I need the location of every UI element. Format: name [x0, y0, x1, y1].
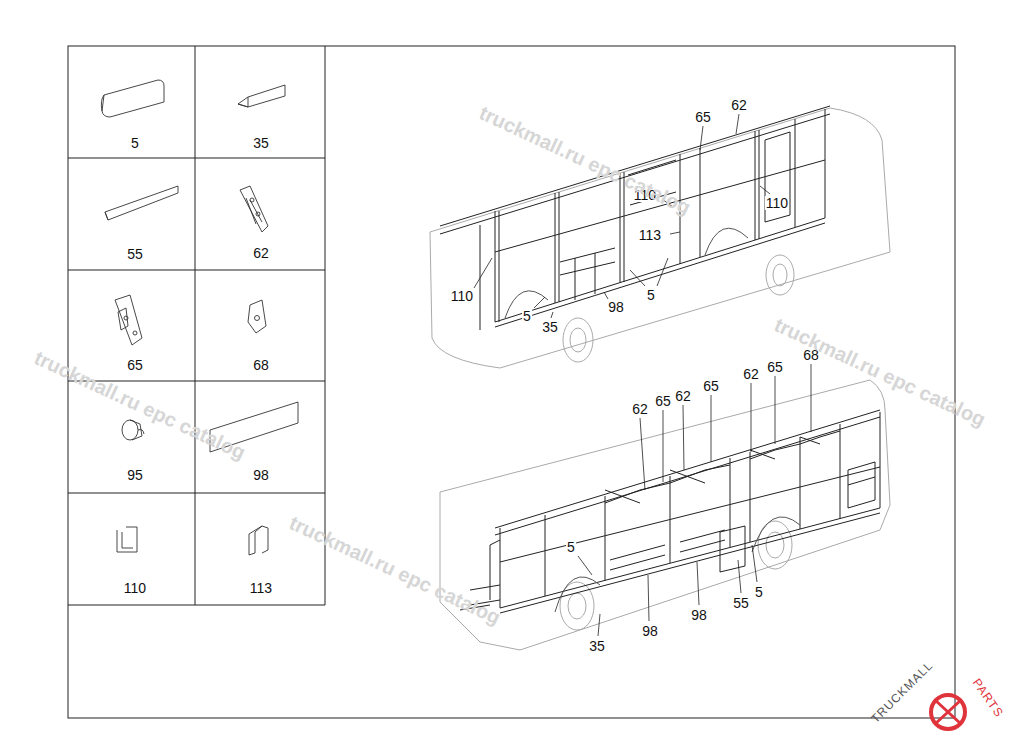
- callout-number: 62: [631, 402, 649, 416]
- callout-number: 5: [566, 540, 576, 554]
- callout-number: 62: [742, 367, 760, 381]
- callout-number: 35: [588, 639, 606, 653]
- table-cell-number: 62: [252, 246, 270, 260]
- bus-bottom-view: [440, 380, 890, 650]
- logo-text: TRUCKMALL: [869, 659, 935, 725]
- callout-number: 35: [541, 320, 559, 334]
- callout-number: 113: [638, 228, 662, 242]
- callout-number: 62: [674, 389, 692, 403]
- callout-number: 5: [646, 288, 656, 302]
- callout-number: 65: [702, 379, 720, 393]
- callout-number: 98: [641, 624, 659, 638]
- callout-number: 110: [450, 289, 474, 303]
- logo-text: PARTS: [970, 677, 1005, 720]
- table-cell-number: 35: [252, 136, 270, 150]
- callout-number: 55: [732, 596, 750, 610]
- callout-number: 98: [607, 300, 625, 314]
- callout-number: 5: [522, 309, 532, 323]
- parts-table: [68, 46, 325, 605]
- table-cell-number: 95: [126, 468, 144, 482]
- bus-top-view: [430, 106, 890, 368]
- callout-number: 98: [690, 608, 708, 622]
- table-cell-number: 5: [130, 136, 140, 150]
- table-cell-number: 65: [126, 358, 144, 372]
- logo-gear: [931, 695, 965, 729]
- callout-number: 5: [754, 585, 764, 599]
- callout-number: 65: [654, 394, 672, 408]
- callout-number: 65: [694, 110, 712, 124]
- watermark: truckmall.ru epc catalog: [477, 102, 694, 217]
- watermark: truckmall.ru epc catalog: [287, 512, 504, 627]
- callout-number: 62: [730, 98, 748, 112]
- table-cell-number: 68: [252, 358, 270, 372]
- part-icons: [101, 80, 298, 555]
- table-cell-number: 55: [126, 247, 144, 261]
- drawing-frame: [68, 46, 955, 718]
- table-cell-number: 113: [249, 581, 273, 595]
- table-cell-number: 110: [123, 581, 147, 595]
- table-cell-number: 98: [252, 468, 270, 482]
- watermark: truckmall.ru epc catalog: [772, 314, 989, 429]
- callout-number: 65: [766, 360, 784, 374]
- callout-number: 110: [765, 196, 789, 210]
